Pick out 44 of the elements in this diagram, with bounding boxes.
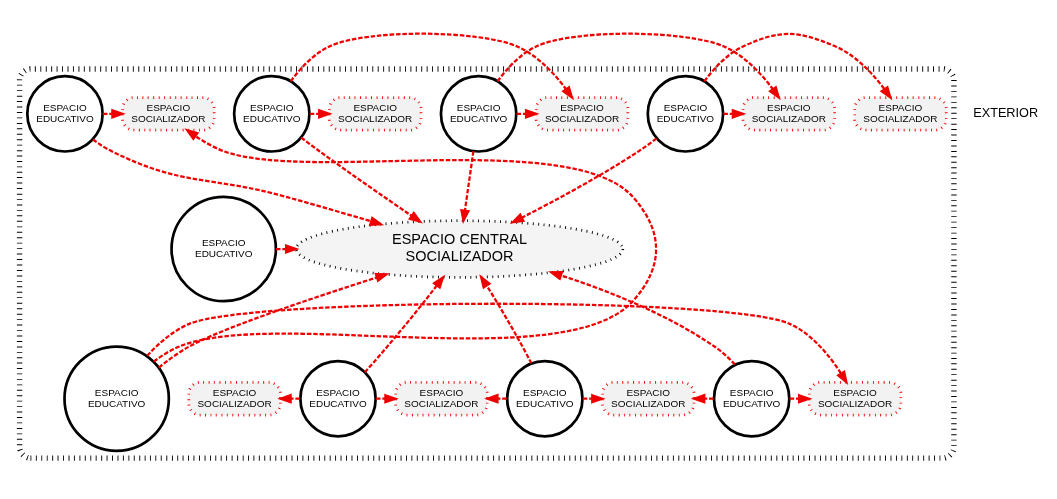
arrow <box>300 136 423 224</box>
arrow <box>516 108 540 119</box>
arrow <box>582 393 606 404</box>
arrow <box>309 108 333 119</box>
arrow <box>276 243 300 255</box>
arrow <box>146 302 849 386</box>
arrow <box>289 32 574 101</box>
node-box: ESPACIO SOCIALIZADOR <box>394 381 489 417</box>
node-box: ESPACIO SOCIALIZADOR <box>601 381 696 417</box>
arrow <box>158 272 390 369</box>
node-box: ESPACIO SOCIALIZADOR <box>853 96 948 132</box>
node-circle: ESPACIO EDUCATIVO <box>299 359 377 438</box>
node-circle: ESPACIO EDUCATIVO <box>712 359 791 438</box>
node-circle: ESPACIO EDUCATIVO <box>646 74 725 153</box>
arrow <box>460 151 475 224</box>
node-circle: ESPACIO EDUCATIVO <box>25 74 104 153</box>
node-box: ESPACIO SOCIALIZADOR <box>534 96 630 132</box>
node-circle: ESPACIO EDUCATIVO <box>63 345 171 453</box>
arrow <box>479 274 533 364</box>
arrow <box>277 393 300 404</box>
arrow <box>723 108 747 119</box>
arrow <box>548 270 736 366</box>
node-box: ESPACIO SOCIALIZADOR <box>807 381 903 417</box>
node-box: ESPACIO SOCIALIZADOR <box>741 96 836 132</box>
arrow <box>484 393 507 404</box>
node-box: ESPACIO SOCIALIZADOR <box>121 96 216 132</box>
arrow <box>789 393 813 404</box>
arrow <box>703 32 893 101</box>
node-circle: ESPACIO EDUCATIVO <box>439 74 518 153</box>
cluster <box>16 66 957 461</box>
node-circle: ESPACIO EDUCATIVO <box>232 74 311 153</box>
node-box: ESPACIO SOCIALIZADOR <box>187 381 282 417</box>
arrow <box>509 137 658 224</box>
arrow <box>153 128 657 363</box>
node-circle: ESPACIO EDUCATIVO <box>505 359 584 438</box>
arrow <box>102 108 126 119</box>
arrow <box>376 393 399 404</box>
label: EXTERIOR <box>973 106 1039 121</box>
node-circle: ESPACIO EDUCATIVO <box>170 195 278 303</box>
arrow <box>690 393 714 404</box>
arrow <box>92 138 385 226</box>
node-box: ESPACIO SOCIALIZADOR <box>328 96 423 132</box>
arrow <box>496 32 781 101</box>
arrow <box>364 274 446 373</box>
